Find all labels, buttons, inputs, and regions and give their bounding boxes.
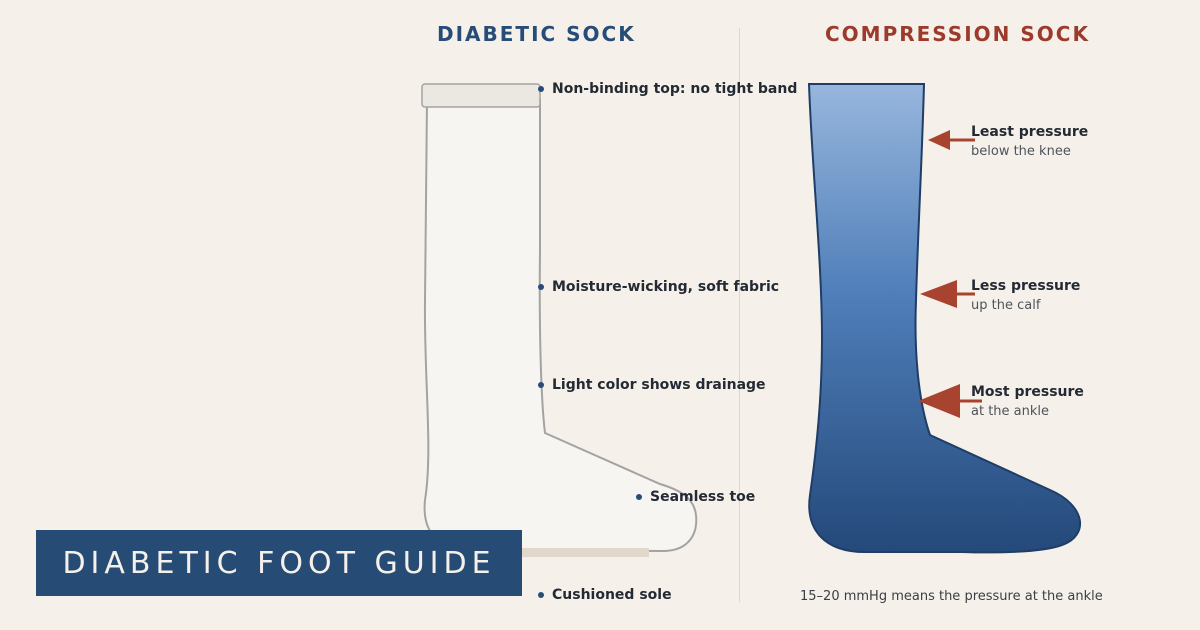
guide-banner: DIABETIC FOOT GUIDE bbox=[36, 530, 522, 596]
feature-non-binding-top: Non-binding top: no tight band bbox=[538, 81, 797, 97]
column-divider bbox=[739, 28, 740, 602]
compression-sock-heading: COMPRESSION SOCK bbox=[825, 22, 1090, 46]
feature-light-color: Light color shows drainage bbox=[538, 377, 766, 393]
bullet-icon bbox=[538, 86, 544, 92]
bullet-icon bbox=[538, 592, 544, 598]
bullet-icon bbox=[538, 284, 544, 290]
mmhg-footnote: 15–20 mmHg means the pressure at the ank… bbox=[800, 589, 1103, 604]
diabetic-sock-icon bbox=[423, 99, 698, 553]
feature-cushioned-sole: Cushioned sole bbox=[538, 587, 672, 603]
pressure-title: Most pressure bbox=[971, 384, 1084, 400]
pressure-title: Least pressure bbox=[971, 124, 1089, 140]
cushioned-sole-icon bbox=[468, 548, 649, 557]
feature-label: Non-binding top: no tight band bbox=[552, 81, 798, 97]
compression-sock-icon bbox=[807, 83, 1081, 554]
feature-label: Cushioned sole bbox=[552, 587, 672, 603]
pressure-title: Less pressure bbox=[971, 278, 1081, 294]
feature-label: Moisture-wicking, soft fabric bbox=[552, 279, 780, 295]
feature-moisture-wicking: Moisture-wicking, soft fabric bbox=[538, 279, 779, 295]
pressure-most: Most pressure at the ankle bbox=[971, 382, 1084, 422]
arrow-most-icon bbox=[918, 384, 982, 418]
diabetic-sock-heading: DIABETIC SOCK bbox=[437, 22, 636, 46]
pressure-less: Less pressure up the calf bbox=[971, 276, 1080, 316]
feature-seamless-toe: Seamless toe bbox=[636, 489, 755, 505]
feature-label: Seamless toe bbox=[650, 489, 756, 505]
feature-label: Light color shows drainage bbox=[552, 377, 766, 393]
banner-title: DIABETIC FOOT GUIDE bbox=[62, 545, 496, 581]
sock-cuff-icon bbox=[421, 83, 541, 108]
pressure-least: Least pressure below the knee bbox=[971, 122, 1088, 162]
pressure-subtitle: at the ankle bbox=[971, 404, 1050, 419]
pressure-subtitle: below the knee bbox=[971, 144, 1071, 159]
arrow-less-icon bbox=[920, 280, 975, 308]
bullet-icon bbox=[636, 494, 642, 500]
bullet-icon bbox=[538, 382, 544, 388]
pressure-subtitle: up the calf bbox=[971, 298, 1041, 313]
arrow-least-icon bbox=[928, 130, 975, 150]
